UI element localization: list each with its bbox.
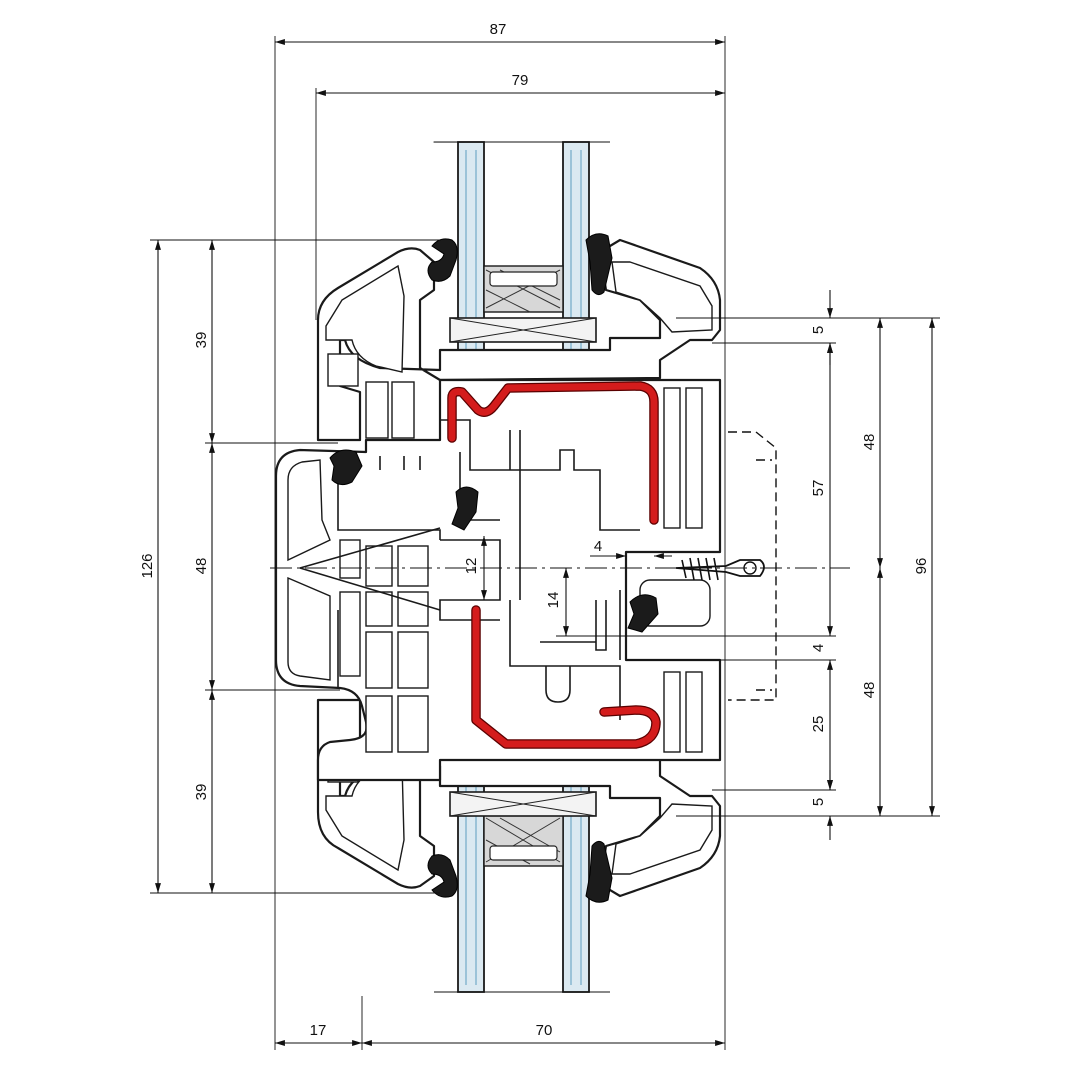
dim-5-lower-label: 5 <box>810 798 827 806</box>
gasket-mid-center <box>451 486 479 531</box>
dim-70-label: 70 <box>536 1022 553 1039</box>
dim-39-upper-label: 39 <box>193 332 210 349</box>
dim-5-upper-label: 5 <box>810 326 827 334</box>
dim-48-right-upper-label: 48 <box>861 434 878 451</box>
spacer-top <box>483 265 564 313</box>
dim-96-label: 96 <box>913 558 930 575</box>
dim-48-left-label: 48 <box>193 558 210 575</box>
glazing-block-bottom <box>449 791 597 817</box>
glazing-block-top <box>449 317 597 343</box>
dim-4-inner-label: 4 <box>594 538 602 555</box>
dim-39-lower-label: 39 <box>193 784 210 801</box>
steel-reinforcement <box>447 381 661 749</box>
dim-87-label: 87 <box>490 21 507 38</box>
gasket-mid-right <box>627 594 659 633</box>
dim-57-label: 57 <box>810 480 827 497</box>
gasket-top-inner <box>585 233 613 296</box>
sash-profile <box>316 238 722 898</box>
dim-79-label: 79 <box>512 72 529 89</box>
dim-12-label: 12 <box>463 558 480 575</box>
dim-17-label: 17 <box>310 1022 327 1039</box>
gasket-bottom-inner <box>585 840 613 903</box>
gasket-top-outer <box>427 238 458 282</box>
gaskets <box>329 233 659 903</box>
dim-48-right-lower-label: 48 <box>861 682 878 699</box>
dim-4-right-label: 4 <box>810 644 827 652</box>
frame-profile <box>274 378 722 782</box>
dimensions: 87 79 17 70 126 39 48 39 5 <box>139 21 940 1050</box>
gasket-bottom-outer <box>427 854 458 898</box>
spacer-bottom <box>483 813 564 867</box>
dim-25-label: 25 <box>810 716 827 733</box>
dim-14-label: 14 <box>545 592 562 609</box>
dim-126-label: 126 <box>139 553 156 578</box>
gasket-mid-left <box>329 449 363 486</box>
screw-icon <box>675 557 765 581</box>
